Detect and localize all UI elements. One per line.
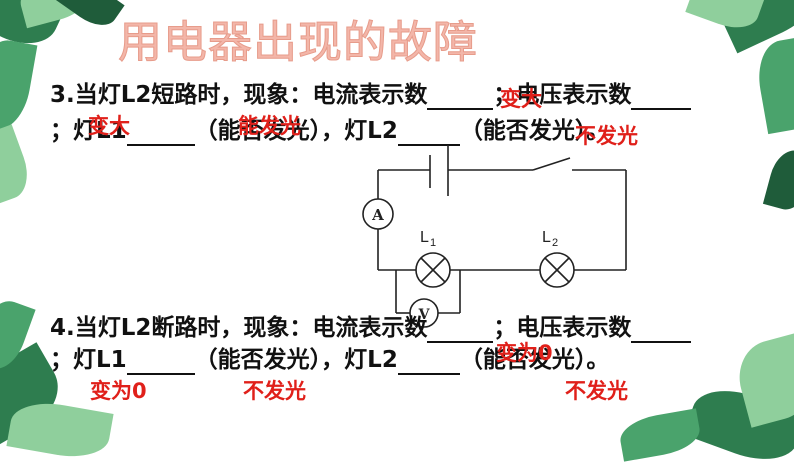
q4-answer-l2: 不发光 (565, 379, 628, 403)
lamp-l1-subscript: 1 (430, 237, 436, 249)
lamp-l2-subscript: 2 (552, 237, 558, 249)
q4-answer-voltage: 变为0 (90, 379, 147, 403)
lamp-l1-cross-b (420, 257, 446, 283)
q4-text-l1: ；灯L1 (50, 347, 127, 373)
q4-line2: ；灯L1 （能否发光），灯L2 （能否发光）。 (50, 345, 609, 375)
q4-blank-l1[interactable] (126, 349, 195, 375)
q3-blank-l1[interactable] (126, 120, 195, 146)
q3-text-current: 3.当灯L2短路时，现象：电流表示数 (50, 82, 428, 108)
q3-answer-l1: 能发光 (238, 114, 301, 138)
lamp-l2-label: L (542, 229, 551, 246)
q3-blank-current[interactable] (427, 84, 494, 110)
slide-title: 用电器出现的故障 (118, 17, 478, 69)
lamp-l2-cross-b (544, 257, 570, 283)
q4-text-l2: （能否发光），灯L2 (194, 347, 398, 373)
q3-text-voltage: ；电压表示数 (493, 82, 632, 108)
ammeter-symbol (362, 198, 394, 230)
q3-text-end: （能否发光）。 (459, 118, 610, 144)
q3-line1: 3.当灯L2短路时，现象：电流表示数 ；电压表示数 (50, 80, 692, 110)
q3-line2: ；灯L1 （能否发光），灯L2 （能否发光）。 (50, 116, 609, 146)
voltmeter-label: V (418, 307, 431, 323)
q3-blank-l2[interactable] (397, 120, 460, 146)
q4-blank-voltage[interactable] (631, 317, 692, 343)
q4-line1: 4.当灯L2断路时，现象：电流表示数 ；电压表示数 (50, 313, 692, 343)
q4-answer-l1: 不发光 (243, 379, 306, 403)
q4-answer-current: 变为0 (496, 341, 553, 365)
q4-text-end: （能否发光）。 (459, 347, 610, 373)
q3-answer-l2: 不发光 (575, 124, 638, 148)
q4-text-current: 4.当灯L2断路时，现象：电流表示数 (50, 315, 428, 341)
q3-text-l2: （能否发光），灯L2 (194, 118, 398, 144)
q3-answer-voltage: 变大 (88, 114, 130, 138)
switch-blade (532, 157, 571, 171)
ammeter-label: A (371, 206, 384, 224)
voltmeter-symbol (409, 298, 439, 328)
q4-blank-current[interactable] (427, 317, 494, 343)
q3-answer-current: 变大 (500, 87, 542, 111)
circuit-diagram: A V L 1 L 2 (362, 145, 627, 328)
q4-text-voltage: ；电压表示数 (493, 315, 632, 341)
q3-blank-voltage[interactable] (631, 84, 692, 110)
q4-blank-l2[interactable] (397, 349, 460, 375)
q3-text-l1: ；灯L1 (50, 118, 127, 144)
lamp-l1-label: L (420, 229, 429, 246)
